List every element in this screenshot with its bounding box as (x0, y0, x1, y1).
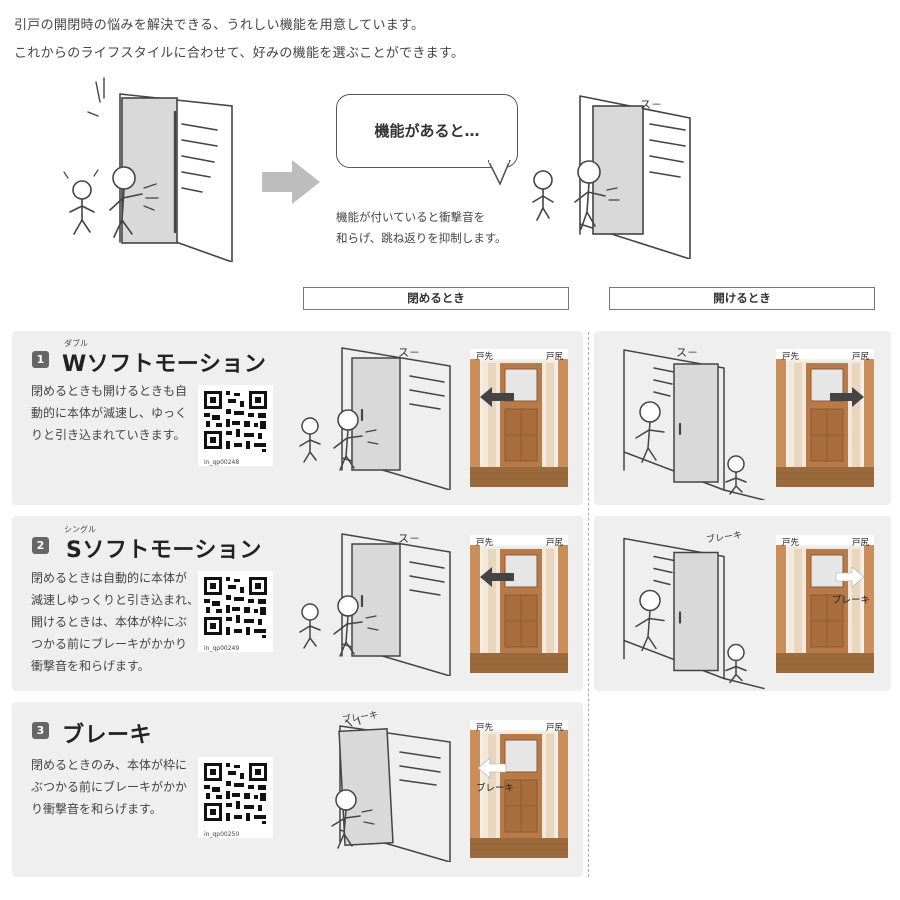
qr-code-label-1: in_qp00248 (204, 459, 240, 466)
speech-bubble-text: 機能があると… (374, 122, 480, 140)
photo-label-front-5: 戸先 (476, 723, 494, 733)
qr-code-1[interactable]: in_qp00248 (198, 385, 273, 466)
photo-close-3 (470, 720, 568, 858)
photo-label-front-2: 戸先 (476, 538, 494, 548)
hero-description: 機能が付いていると衝撃音を 和らげ、跳ね返りを抑制します。 (336, 210, 507, 245)
scene-close-1 (290, 340, 460, 494)
photo-close-1 (470, 349, 568, 487)
scene-sound-2: ス－ (398, 532, 420, 545)
photo-label-back-4: 戸尻 (852, 538, 870, 548)
scene-sound-1: ス－ (398, 346, 420, 359)
feature-title-3: ブレーキ (62, 723, 153, 748)
hero-illustration-without (52, 72, 252, 263)
hero-slide-sound: ス－ (640, 98, 662, 111)
feature-title-1: Wソフトモーション (62, 352, 267, 377)
photo-close-2 (470, 535, 568, 673)
intro-line-1: 引戸の開閉時の悩みを解決できる、うれしい機能を用意しています。 (14, 18, 425, 33)
scene-open-1 (614, 340, 774, 504)
feature-title-2: Sソフトモーション (66, 538, 262, 563)
photo-label-front-3: 戸先 (782, 352, 800, 362)
transition-arrow-icon (262, 160, 320, 208)
scene-open-2 (614, 526, 774, 695)
column-header-closing: 閉めるとき (303, 287, 569, 310)
photo-label-back-3: 戸尻 (852, 352, 870, 362)
photo-open-2 (776, 535, 874, 673)
feature-number-1: 1 (32, 351, 49, 368)
qr-code-label-2: in_qp00249 (204, 645, 240, 652)
scene-close-2 (290, 526, 460, 680)
qr-code-2[interactable]: in_qp00249 (198, 571, 273, 652)
feature-description-3: 閉めるときのみ、本体が枠に ぶつかる前にブレーキがかか り衝撃音を和らげます。 (31, 758, 188, 816)
scene-open-sound-1: ス－ (676, 346, 698, 359)
photo-brake-label-2: ブレーキ (832, 595, 871, 606)
qr-code-3[interactable]: in_qp00250 (198, 757, 273, 838)
photo-label-front-1: 戸先 (476, 352, 494, 362)
feature-description-1: 閉めるときも開けるときも自 動的に本体が減速し、ゆっく りと引き込まれていきます… (31, 384, 188, 442)
qr-code-label-3: in_qp00250 (204, 831, 240, 838)
speech-bubble: 機能があると… (336, 94, 518, 168)
photo-label-back-5: 戸尻 (546, 723, 564, 733)
intro-line-2: これからのライフスタイルに合わせて、好みの機能を選ぶことができます。 (14, 46, 465, 61)
feature-number-3: 3 (32, 722, 49, 739)
photo-label-back-2: 戸尻 (546, 538, 564, 548)
feature-ruby-1: ダブル (64, 339, 88, 348)
speech-bubble-tail (487, 159, 518, 192)
feature-description-2: 閉めるときは自動的に本体が 減速しゆっくりと引き込まれ、 開けるときは、本体が枠… (31, 571, 200, 673)
photo-label-front-4: 戸先 (782, 538, 800, 548)
photo-brake-label-3: ブレーキ (476, 783, 515, 794)
photo-open-1 (776, 349, 874, 487)
feature-ruby-2: シングル (64, 525, 96, 534)
photo-label-back-1: 戸尻 (546, 352, 564, 362)
scene-close-3 (300, 712, 460, 866)
hero-illustration-with (525, 84, 715, 260)
feature-number-2: 2 (32, 537, 49, 554)
column-divider (588, 332, 589, 877)
column-header-opening: 開けるとき (609, 287, 875, 310)
